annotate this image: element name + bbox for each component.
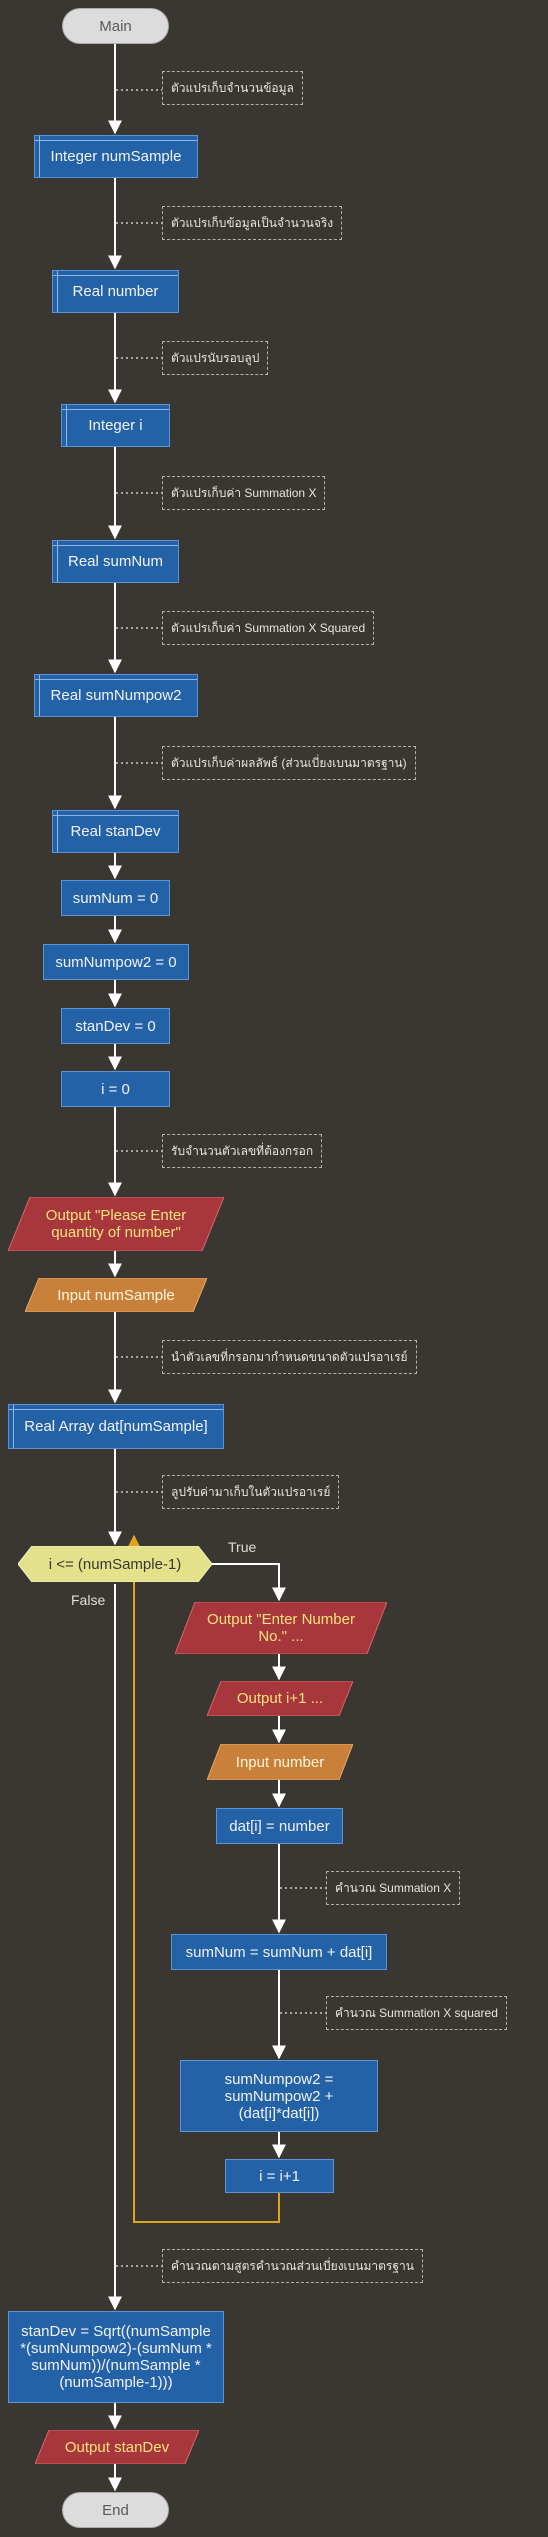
input-shape (207, 1744, 353, 1780)
flow-arrow-true (212, 1563, 286, 1602)
output-prompt-label: Output "Please Enter quantity of number" (45, 1207, 187, 1241)
comment-numSample: ตัวแปรเก็บจำนวนข้อมูล (162, 71, 303, 105)
comment-sumNumpow2: ตัวแปรเก็บค่า Summation X Squared (162, 611, 375, 645)
true-label: True (228, 1539, 257, 1555)
assign-i-zero[interactable]: i = 0 (61, 1071, 170, 1107)
comment-text: คำนวณ Summation X squared (335, 2005, 498, 2020)
comment-quantity: รับจำนวนตัวเลขที่ต้องกรอก (162, 1134, 323, 1168)
declare-stanDev[interactable]: Real stanDev (52, 810, 179, 853)
assign-sumNumpow2-add-label: sumNumpow2 = sumNumpow2 + (dat[i]*dat[i]… (224, 2070, 334, 2122)
loop-back-line (127, 1534, 280, 2223)
input-number[interactable]: Input number (207, 1744, 353, 1780)
output-shape (207, 1681, 353, 1716)
assign-sumNumpow2-add[interactable]: sumNumpow2 = sumNumpow2 + (dat[i]*dat[i]… (180, 2060, 378, 2132)
declare-i-label: Integer i (88, 417, 143, 434)
output-shape (8, 1197, 224, 1251)
start-label: Main (99, 17, 132, 35)
declare-numSample[interactable]: Integer numSample (34, 135, 198, 178)
loop-decision[interactable]: i <= (numSample-1) (18, 1546, 212, 1582)
input-numSample-label: Input numSample (57, 1286, 175, 1304)
comment-stdev-formula: คำนวณตามสูตรคำนวณส่วนเบี่ยงเบนมาตรฐาน (162, 2249, 423, 2283)
output-prompt[interactable]: Output "Please Enter quantity of number" (8, 1197, 224, 1251)
output-enter-number[interactable]: Output "Enter Number No." ... (175, 1602, 387, 1654)
comment-text: ตัวแปรเก็บค่า Summation X Squared (171, 620, 366, 635)
comment-text: ลูปรับค่ามาเก็บในตัวแปรอาเรย์ (171, 1484, 331, 1499)
comment-text: ตัวแปรเก็บข้อมูลเป็นจำนวนจริง (171, 215, 334, 230)
declare-number[interactable]: Real number (52, 270, 179, 313)
end-label: End (102, 2501, 129, 2519)
comment-text: นำตัวเลขที่กรอกมากำหนดขนาดตัวแปรอาเรย์ (171, 1349, 408, 1364)
assign-dat-i[interactable]: dat[i] = number (216, 1808, 343, 1844)
assign-stanDev-zero[interactable]: stanDev = 0 (61, 1008, 170, 1044)
comment-array-size: นำตัวเลขที่กรอกมากำหนดขนาดตัวแปรอาเรย์ (162, 1340, 417, 1374)
assign-i-zero-label: i = 0 (101, 1080, 130, 1098)
output-shape (35, 2430, 199, 2464)
input-numSample[interactable]: Input numSample (25, 1278, 207, 1312)
output-stanDev[interactable]: Output stanDev (35, 2430, 199, 2464)
declare-sumNumpow2[interactable]: Real sumNumpow2 (34, 674, 198, 717)
increment-i[interactable]: i = i+1 (225, 2159, 334, 2193)
comment-text: ตัวแปรเก็บค่าผลลัพธ์ (ส่วนเบี่ยงเบนมาตรฐ… (171, 755, 407, 770)
comment-sumNum: ตัวแปรเก็บค่า Summation X (162, 476, 326, 510)
declare-numSample-label: Integer numSample (50, 148, 182, 165)
comment-summation-x-squared: คำนวณ Summation X squared (326, 1996, 507, 2030)
comment-text: คำนวณตามสูตรคำนวณส่วนเบี่ยงเบนมาตรฐาน (171, 2258, 414, 2273)
false-label: False (71, 1592, 106, 1608)
declare-sumNum-label: Real sumNum (67, 553, 164, 570)
declare-stanDev-label: Real stanDev (70, 823, 161, 840)
end-terminal[interactable]: End (62, 2492, 169, 2528)
loop-decision-label: i <= (numSample-1) (48, 1555, 182, 1573)
comment-loop: ลูปรับค่ามาเก็บในตัวแปรอาเรย์ (162, 1475, 340, 1509)
comment-text: ตัวแปรเก็บจำนวนข้อมูล (171, 80, 294, 95)
assign-sumNumpow2-zero-label: sumNumpow2 = 0 (55, 953, 177, 971)
comment-i: ตัวแปรนับรอบลูป (162, 341, 269, 375)
output-enter-number-label: Output "Enter Number No." ... (207, 1611, 355, 1645)
increment-i-label: i = i+1 (259, 2167, 300, 2185)
assign-stanDev-formula[interactable]: stanDev = Sqrt((numSample *(sumNumpow2)-… (8, 2311, 224, 2403)
output-i-plus-one[interactable]: Output i+1 ... (207, 1681, 353, 1716)
comment-number: ตัวแปรเก็บข้อมูลเป็นจำนวนจริง (162, 206, 343, 240)
assign-dat-i-label: dat[i] = number (229, 1817, 330, 1835)
assign-sumNum-zero-label: sumNum = 0 (72, 889, 159, 907)
comment-text: ตัวแปรนับรอบลูป (171, 350, 260, 365)
input-shape (25, 1278, 207, 1312)
comment-summation-x: คำนวณ Summation X (326, 1871, 461, 1905)
declare-i[interactable]: Integer i (61, 404, 170, 447)
input-number-label: Input number (235, 1753, 325, 1771)
declare-number-label: Real number (72, 283, 159, 300)
output-i-plus-one-label: Output i+1 ... (236, 1690, 324, 1707)
comment-text: รับจำนวนตัวเลขที่ต้องกรอก (171, 1143, 314, 1158)
declare-dat-array-label: Real Array dat[numSample] (24, 1418, 208, 1435)
start-terminal[interactable]: Main (62, 8, 169, 44)
comment-stanDev: ตัวแปรเก็บค่าผลลัพธ์ (ส่วนเบี่ยงเบนมาตรฐ… (162, 746, 416, 780)
assign-sumNum-add-label: sumNum = sumNum + dat[i] (185, 1943, 373, 1961)
decision-shape (18, 1546, 212, 1582)
assign-stanDev-zero-label: stanDev = 0 (75, 1017, 156, 1035)
assign-stanDev-formula-label: stanDev = Sqrt((numSample *(sumNumpow2)-… (20, 2323, 212, 2391)
assign-sumNum-zero[interactable]: sumNum = 0 (61, 880, 170, 916)
comment-text: ตัวแปรเก็บค่า Summation X (171, 485, 317, 500)
comment-text: คำนวณ Summation X (335, 1880, 452, 1895)
output-shape (175, 1602, 387, 1654)
assign-sumNumpow2-zero[interactable]: sumNumpow2 = 0 (43, 944, 189, 980)
assign-sumNum-add[interactable]: sumNum = sumNum + dat[i] (171, 1934, 387, 1970)
declare-dat-array[interactable]: Real Array dat[numSample] (8, 1404, 224, 1449)
output-stanDev-label: Output stanDev (64, 2438, 170, 2456)
declare-sumNum[interactable]: Real sumNum (52, 540, 179, 583)
declare-sumNumpow2-label: Real sumNumpow2 (50, 687, 182, 704)
